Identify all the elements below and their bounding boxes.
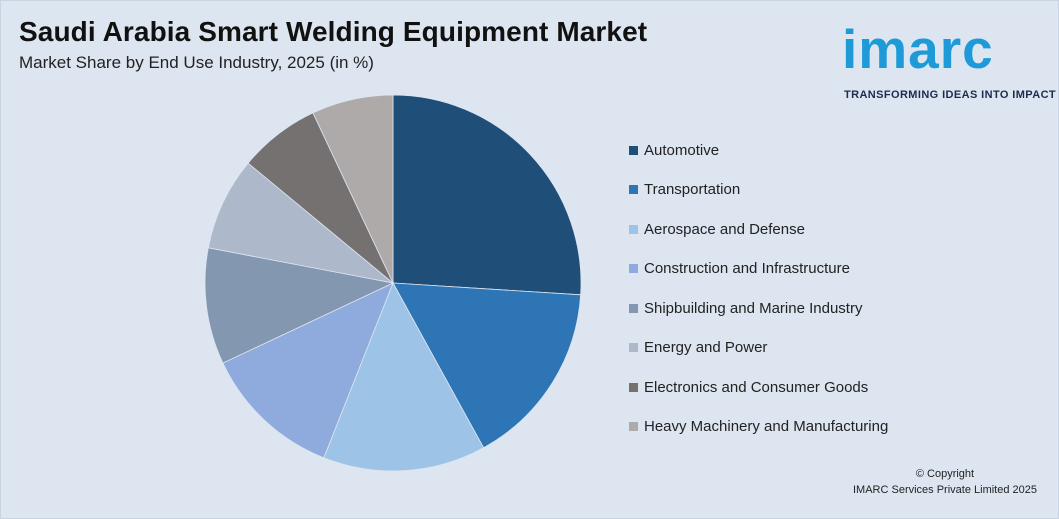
pie-slice-shipbuilding-and-marine-industry [204, 247, 395, 364]
pie-slice-heavy-machinery-and-manufacturing [312, 94, 394, 284]
copyright-line-1: © Copyright [915, 468, 975, 480]
legend-label: Transportation [644, 181, 741, 198]
pie-slice-automotive [392, 94, 582, 296]
legend-item: Aerospace and Defense [629, 217, 888, 241]
legend-item: Energy and Power [629, 336, 888, 360]
legend-item: Automotive [629, 138, 888, 162]
chart-subtitle: Market Share by End Use Industry, 2025 (… [19, 53, 374, 72]
legend-label: Electronics and Consumer Goods [644, 378, 869, 396]
pie-slice-energy-and-power [207, 162, 394, 284]
legend-label: Energy and Power [644, 339, 768, 356]
legend-label: Aerospace and Defense [644, 220, 805, 238]
legend-item: Construction and Infrastructure [629, 257, 888, 281]
legend-swatch [629, 303, 638, 313]
legend-swatch [629, 382, 638, 392]
legend-label: Heavy Machinery and Manufacturing [644, 418, 889, 435]
legend-item: Heavy Machinery and Manufacturing [629, 415, 888, 439]
legend-label: Shipbuilding and Marine Industry [644, 299, 863, 317]
logo-wordmark: imarc [842, 18, 994, 80]
imarc-logo: imarc TRANSFORMING IDEAS INTO IMPACT [842, 14, 1056, 106]
legend-swatch [629, 343, 638, 352]
copyright-notice: © Copyright IMARC Services Private Limit… [853, 466, 1037, 498]
pie-slice-construction-and-infrastructure [222, 282, 394, 459]
legend-swatch [629, 145, 638, 155]
legend-swatch [629, 224, 638, 234]
legend-item: Electronics and Consumer Goods [629, 375, 888, 399]
pie-slice-aerospace-and-defense [323, 282, 485, 472]
legend-swatch [629, 422, 638, 431]
pie-slice-transportation [392, 282, 582, 449]
logo-tagline: TRANSFORMING IDEAS INTO IMPACT [844, 89, 1057, 101]
copyright-line-2: IMARC Services Private Limited 2025 [852, 484, 1037, 496]
legend-item: Transportation [629, 178, 888, 202]
chart-title: Saudi Arabia Smart Welding Equipment Mar… [19, 16, 648, 47]
pie-chart-area [198, 88, 588, 478]
legend-label: Automotive [644, 141, 720, 159]
pie-chart [204, 94, 582, 472]
legend-swatch [629, 185, 638, 194]
legend-item: Shipbuilding and Marine Industry [629, 296, 888, 320]
legend-swatch [629, 264, 638, 273]
legend-label: Construction and Infrastructure [644, 260, 850, 277]
